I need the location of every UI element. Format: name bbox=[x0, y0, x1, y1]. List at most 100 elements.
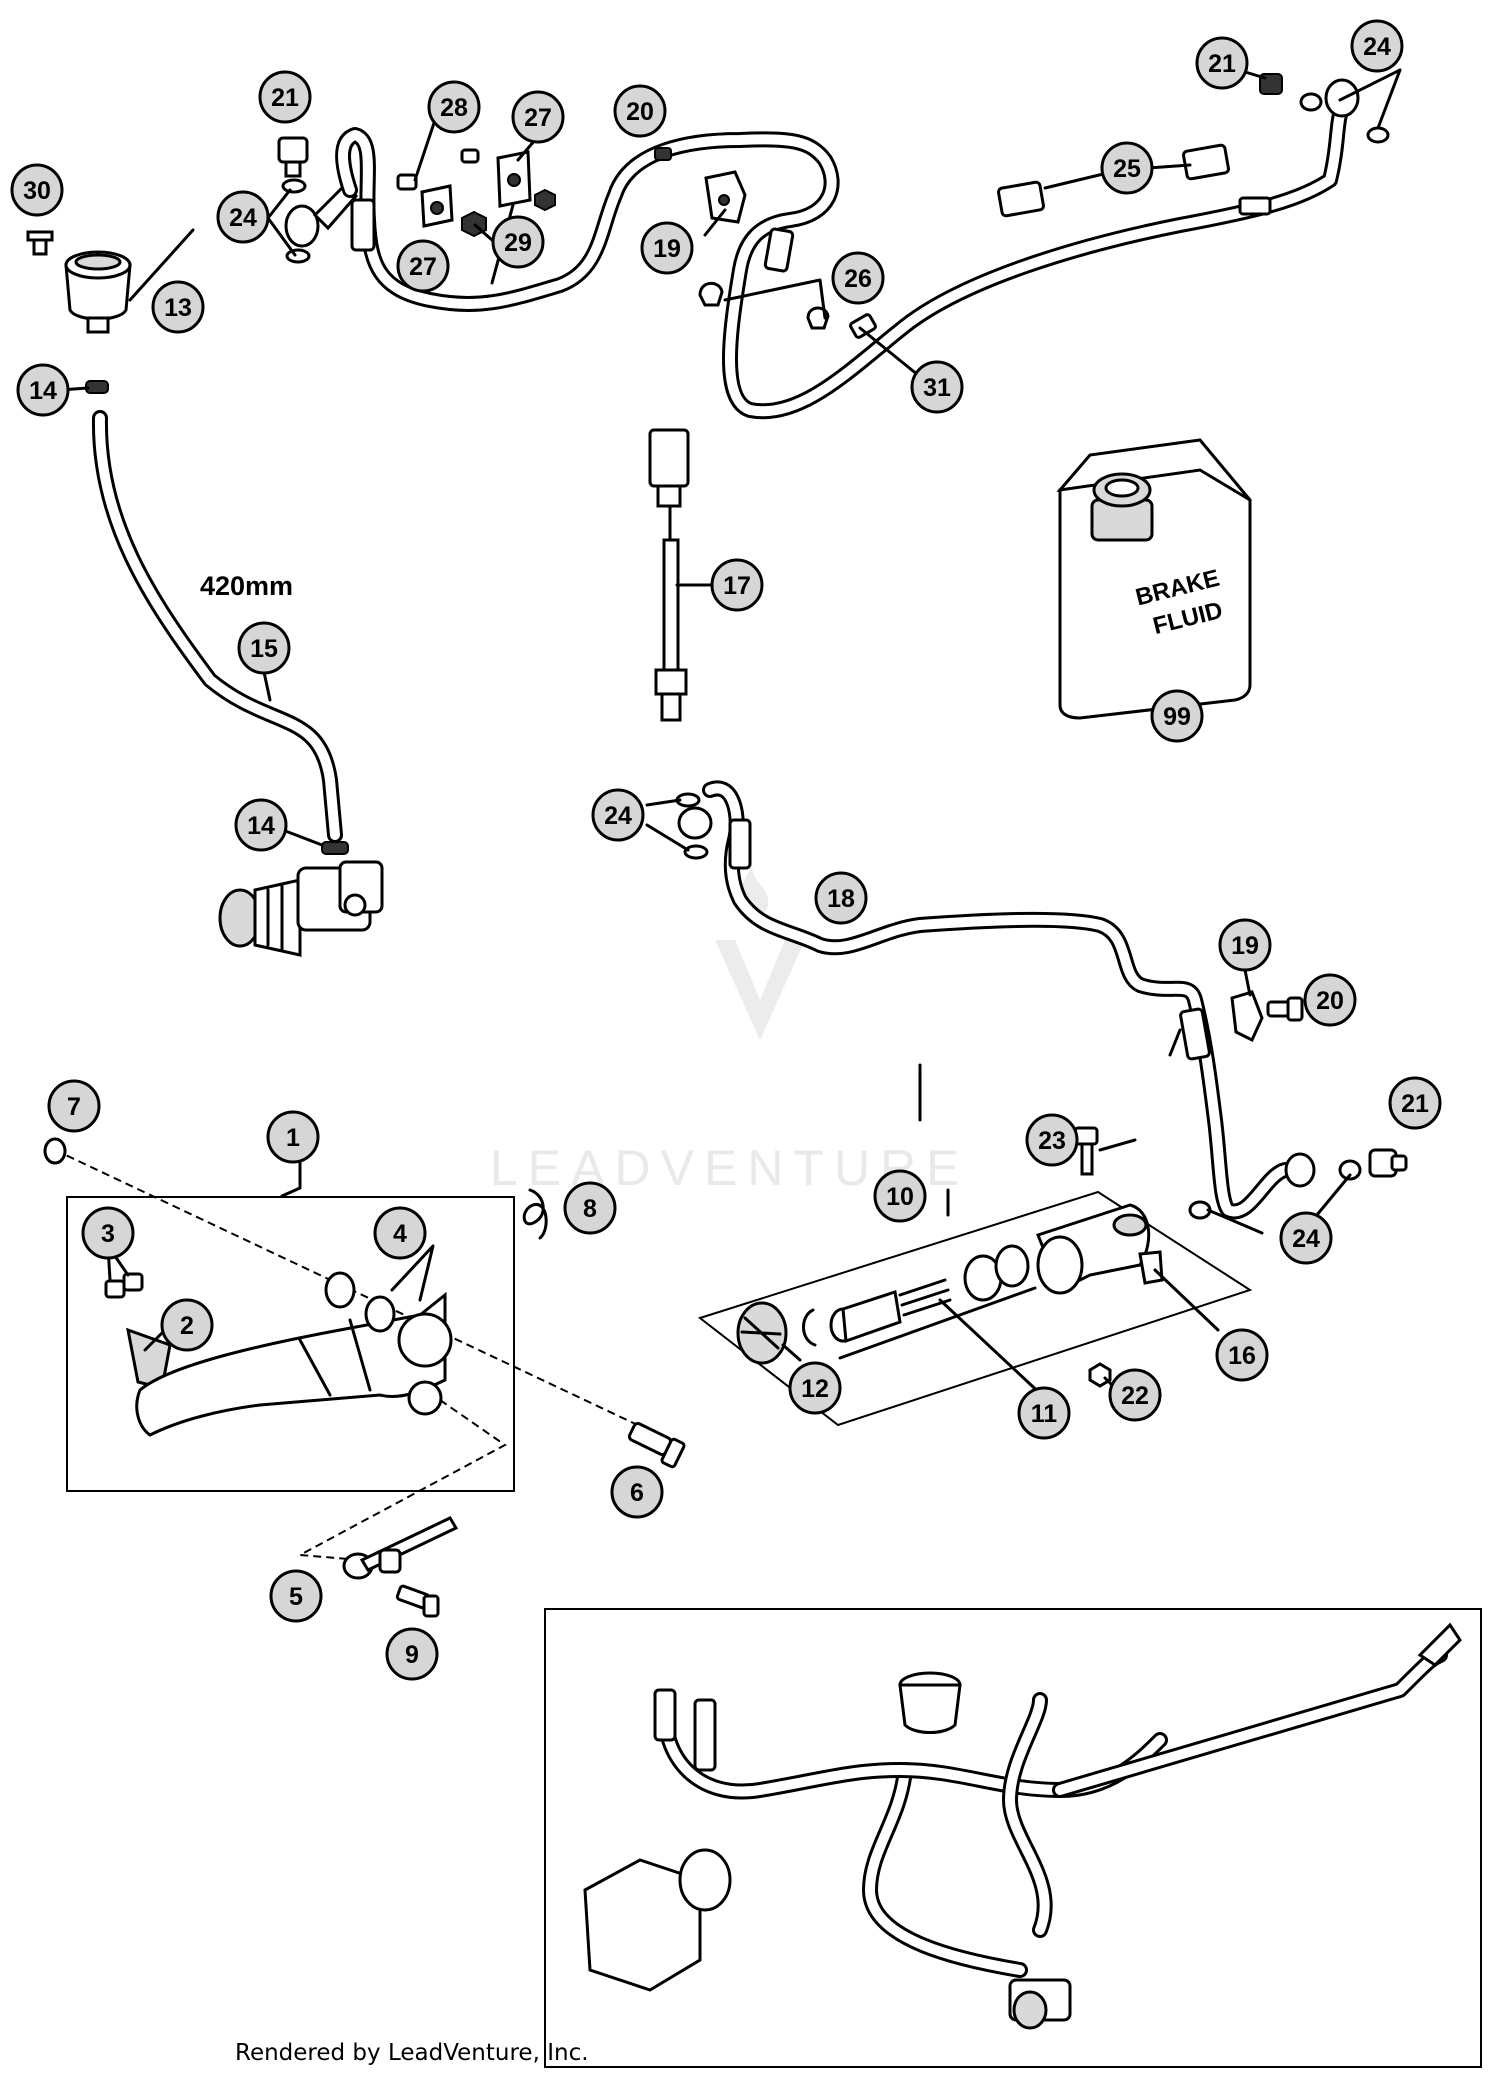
bushings-4 bbox=[324, 1271, 396, 1333]
callout-9: 9 bbox=[385, 1627, 439, 1681]
piston-11 bbox=[829, 1290, 902, 1344]
foot-brake-lever bbox=[135, 1291, 453, 1437]
reservoir-hose bbox=[91, 410, 343, 843]
svg-text:29: 29 bbox=[504, 229, 532, 257]
callout-25: 25 bbox=[1100, 141, 1154, 195]
svg-text:13: 13 bbox=[164, 294, 192, 322]
svg-text:28: 28 bbox=[440, 94, 468, 122]
svg-text:24: 24 bbox=[604, 802, 632, 830]
hose-holder-19-right bbox=[1230, 990, 1264, 1043]
svg-text:27: 27 bbox=[409, 253, 437, 281]
svg-text:21: 21 bbox=[1401, 1090, 1429, 1118]
assembly-overview bbox=[583, 1622, 1462, 2030]
svg-text:25: 25 bbox=[1113, 155, 1141, 183]
grommets-25 bbox=[997, 143, 1230, 218]
svg-text:24: 24 bbox=[229, 204, 257, 232]
svg-text:6: 6 bbox=[630, 1479, 644, 1507]
banjo-middle bbox=[675, 792, 713, 860]
svg-text:14: 14 bbox=[29, 377, 57, 405]
screw-20-top bbox=[654, 147, 672, 161]
svg-text:5: 5 bbox=[289, 1583, 303, 1611]
svg-text:24: 24 bbox=[1292, 1225, 1320, 1253]
bolt-23 bbox=[1073, 1126, 1099, 1176]
svg-text:7: 7 bbox=[67, 1093, 81, 1121]
callout-20-top: 20 bbox=[613, 84, 667, 138]
svg-text:20: 20 bbox=[626, 98, 654, 126]
leadventure-watermark: LEADVENTURE bbox=[490, 868, 960, 1196]
callout-27-top: 27 bbox=[511, 90, 565, 144]
bolt-9 bbox=[395, 1584, 440, 1618]
svg-text:8: 8 bbox=[583, 1195, 597, 1223]
callout-15: 15 bbox=[237, 621, 291, 675]
svg-text:23: 23 bbox=[1038, 1127, 1066, 1155]
reservoir-cap-screw bbox=[26, 230, 54, 256]
svg-text:12: 12 bbox=[801, 1375, 829, 1403]
hose-clamp-upper bbox=[85, 380, 109, 394]
hose-length-label: 420mm bbox=[200, 571, 293, 601]
callout-21-top-right: 21 bbox=[1195, 36, 1249, 90]
svg-text:19: 19 bbox=[1231, 932, 1259, 960]
clips-26 bbox=[698, 281, 830, 330]
circlip bbox=[802, 1308, 817, 1347]
callout-1: 1 bbox=[266, 1110, 320, 1164]
spring-8 bbox=[522, 1188, 548, 1240]
brake-fluid-can: BRAKE FLUID bbox=[1056, 438, 1252, 720]
svg-text:21: 21 bbox=[1208, 50, 1236, 78]
callout-19-right: 19 bbox=[1218, 918, 1272, 972]
svg-text:2: 2 bbox=[180, 1312, 194, 1340]
svg-text:10: 10 bbox=[886, 1183, 914, 1211]
callout-26: 26 bbox=[831, 251, 885, 305]
svg-text:16: 16 bbox=[1228, 1342, 1256, 1370]
cylinder-body bbox=[1036, 1203, 1151, 1295]
callout-2: 2 bbox=[160, 1298, 214, 1352]
callout-7: 7 bbox=[47, 1079, 101, 1133]
svg-text:19: 19 bbox=[653, 235, 681, 263]
svg-text:15: 15 bbox=[250, 635, 278, 663]
banjo-right bbox=[1188, 1148, 1408, 1220]
svg-text:26: 26 bbox=[844, 265, 872, 293]
callout-27-bottom: 27 bbox=[396, 239, 450, 293]
callout-99: 99 bbox=[1150, 689, 1204, 743]
brake-pressure-sensor bbox=[648, 428, 690, 722]
lever-kit-box bbox=[66, 1196, 515, 1492]
washer-7 bbox=[43, 1137, 67, 1165]
callout-29: 29 bbox=[491, 215, 545, 269]
credit-text: Rendered by LeadVenture, Inc. bbox=[235, 2040, 589, 2066]
pivot-pin-5 bbox=[342, 1516, 459, 1580]
callout-8: 8 bbox=[563, 1181, 617, 1235]
svg-text:11: 11 bbox=[1031, 1400, 1058, 1428]
callout-31: 31 bbox=[910, 360, 964, 414]
callout-23: 23 bbox=[1025, 1113, 1079, 1167]
callout-22: 22 bbox=[1108, 1368, 1162, 1422]
callout-16: 16 bbox=[1215, 1328, 1269, 1382]
callout-3: 3 bbox=[81, 1206, 135, 1260]
svg-text:1: 1 bbox=[286, 1124, 300, 1152]
svg-text:9: 9 bbox=[405, 1641, 419, 1669]
screw-28 bbox=[396, 148, 480, 191]
banjo-bolt-top-left bbox=[277, 136, 309, 178]
brake-line-top bbox=[335, 97, 1353, 420]
nut-22 bbox=[1088, 1362, 1112, 1388]
callout-4: 4 bbox=[373, 1206, 427, 1260]
svg-text:30: 30 bbox=[23, 177, 51, 205]
svg-text:24: 24 bbox=[1363, 33, 1391, 61]
callout-24-middle: 24 bbox=[591, 788, 645, 842]
svg-text:22: 22 bbox=[1121, 1382, 1149, 1410]
screws-3 bbox=[104, 1272, 144, 1299]
callout-6: 6 bbox=[610, 1465, 664, 1519]
callout-28: 28 bbox=[427, 80, 481, 134]
svg-text:17: 17 bbox=[723, 572, 751, 600]
brake-fluid-reservoir bbox=[64, 250, 132, 334]
callout-18: 18 bbox=[814, 871, 868, 925]
callout-12: 12 bbox=[788, 1361, 842, 1415]
screw-20-right bbox=[1266, 996, 1304, 1022]
callout-19-top: 19 bbox=[640, 221, 694, 275]
sealing-washers-top-left bbox=[281, 178, 311, 264]
callout-21-top-left: 21 bbox=[258, 70, 312, 124]
callout-20-right: 20 bbox=[1303, 973, 1357, 1027]
callout-17: 17 bbox=[710, 558, 764, 612]
svg-text:21: 21 bbox=[271, 84, 299, 112]
svg-text:14: 14 bbox=[247, 812, 275, 840]
spring-11 bbox=[898, 1278, 952, 1317]
svg-text:27: 27 bbox=[524, 104, 552, 132]
